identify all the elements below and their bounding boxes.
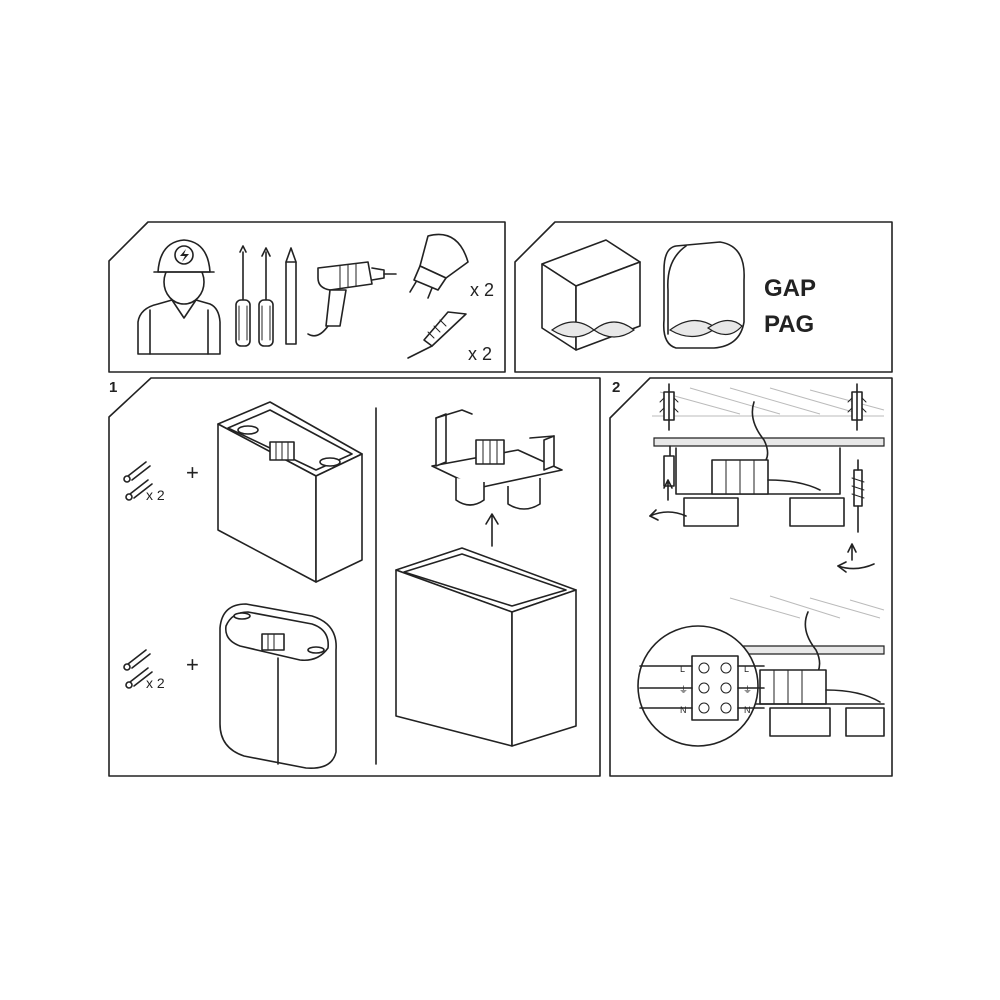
terminal-label-earth-right: ⏚ [743,685,752,695]
model-name-gap: GAP [764,275,816,302]
electrician-icon [137,239,221,355]
screw-quantity-bottom: x 2 [146,675,165,691]
anchor-left-upper [659,383,679,431]
terminal-label-earth-left: ⏚ [679,685,688,695]
screwdriver-flat-icon [235,245,251,347]
bracket-lower [739,669,885,737]
anchor-right-upper [847,383,867,431]
models-panel: GAP PAG [514,221,893,373]
step-2-number: 2 [612,379,620,396]
gu10-bulb-icon [409,233,469,299]
terminal-block-lower [759,669,827,705]
terminal-label-n-left: N [680,705,687,715]
screws-icon-bottom [123,649,153,689]
gap-fixture-icon [541,239,641,351]
model-name-pag: PAG [764,311,814,338]
step-2-panel-frame [609,377,893,777]
fixture-socket-right [789,497,845,527]
terminal-label-l-left: L [680,664,685,674]
ceiling-surface-top [652,387,885,447]
screwdriver-phillips-icon [258,247,274,347]
step-2-panel: 2 [609,377,893,777]
supply-cable [751,401,769,461]
fixture-body-icon [395,547,577,747]
pag-fixture-open-view [219,603,337,769]
supply-cable-lower [804,611,821,673]
anchor-quantity: x 2 [468,344,492,364]
screw-right-icon [837,459,875,573]
screws-icon-top [123,461,153,501]
screw-quantity-top: x 2 [146,487,165,503]
step-1-number: 1 [109,379,117,396]
terminal-block [261,633,285,651]
mounting-bracket-icon [431,409,563,510]
up-arrow-icon [485,513,499,547]
plus-sign-top: + [186,460,199,485]
bulb-quantity: x 2 [470,280,494,300]
fixture-socket-left [683,497,739,527]
terminal-label-l-right: L [744,664,749,674]
models-panel-frame [514,221,893,373]
pag-fixture-icon [662,241,745,349]
terminal-detail-magnifier: L ⏚ N L ⏚ N [637,625,765,747]
bracket-with-terminal [663,445,845,527]
terminal-label-n-right: N [744,705,751,715]
tools-panel: x 2 x 2 [108,221,506,373]
tools-panel-frame [108,221,506,373]
pencil-icon [285,247,297,345]
drill-icon [307,261,397,337]
plus-sign-bottom: + [186,652,199,677]
gap-fixture-open-view [217,401,363,583]
step-1-panel: 1 x 2 + x 2 + [108,377,601,777]
step-1-panel-frame [108,377,601,777]
wall-anchor-icon [407,311,467,359]
rotate-arrow-left-icon [649,479,687,521]
